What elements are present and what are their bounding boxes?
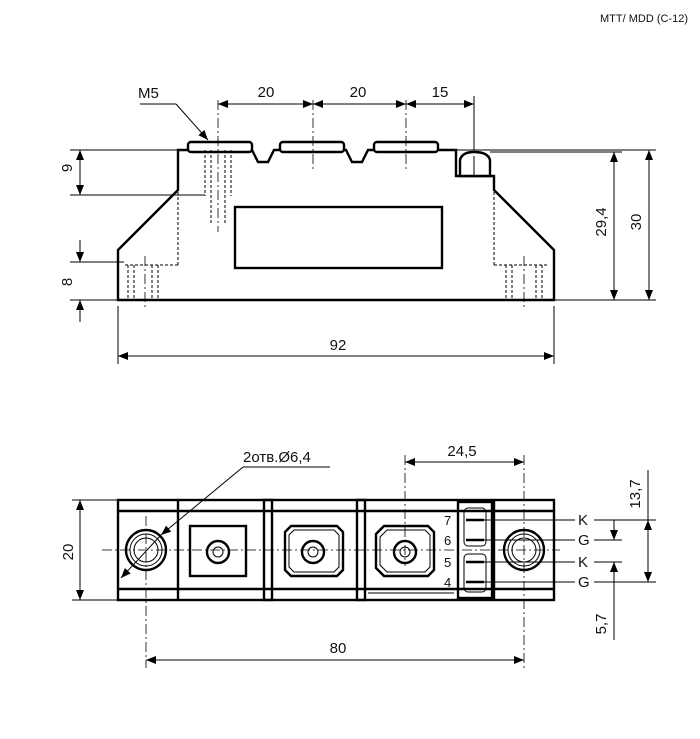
pin-function-k-2: K <box>578 554 588 571</box>
terminal-1 <box>186 140 254 154</box>
pin-number-4: 4 <box>444 575 451 590</box>
dim-base-height: 8 <box>59 278 76 286</box>
side-view: 20 20 15 M5 9 8 29,4 30 92 <box>59 84 656 364</box>
dim-length-total: 92 <box>330 337 347 354</box>
dim-terminal-to-pin: 15 <box>432 84 449 101</box>
dim-pin-offset: 24,5 <box>447 443 476 460</box>
dim-width: 20 <box>60 544 77 561</box>
thread-label: M5 <box>138 85 159 102</box>
pin-function-k-1: K <box>578 512 588 529</box>
terminal-pad-2 <box>283 524 345 578</box>
dim-terminal-pitch-1: 20 <box>258 84 275 101</box>
dim-pin-pitch-bottom: 5,7 <box>593 614 610 635</box>
pin-number-7: 7 <box>444 513 451 528</box>
dim-height-total: 30 <box>628 214 645 231</box>
pin-function-g-1: G <box>578 532 590 549</box>
control-pin-block <box>456 500 494 600</box>
pin-number-5: 5 <box>444 555 451 570</box>
dim-hole-spacing: 80 <box>330 640 347 657</box>
dim-terminal-pitch-2: 20 <box>350 84 367 101</box>
label-window <box>233 205 444 270</box>
dim-pin-pitch-top: 13,7 <box>627 479 644 508</box>
pin-number-6: 6 <box>444 533 451 548</box>
terminal-2 <box>278 140 346 154</box>
pin-function-g-2: G <box>578 574 590 591</box>
top-view: 7 6 5 4 K G K G 2отв.Ø6,4 24,5 20 <box>60 443 656 668</box>
dim-height-inner: 29,4 <box>593 207 610 236</box>
header-code: MTT/ MDD (C-12) <box>600 13 688 25</box>
control-pin-connector <box>458 150 492 178</box>
terminal-pad-1 <box>188 524 248 578</box>
dim-terminal-height: 9 <box>59 164 76 172</box>
hole-label: 2отв.Ø6,4 <box>243 449 311 466</box>
